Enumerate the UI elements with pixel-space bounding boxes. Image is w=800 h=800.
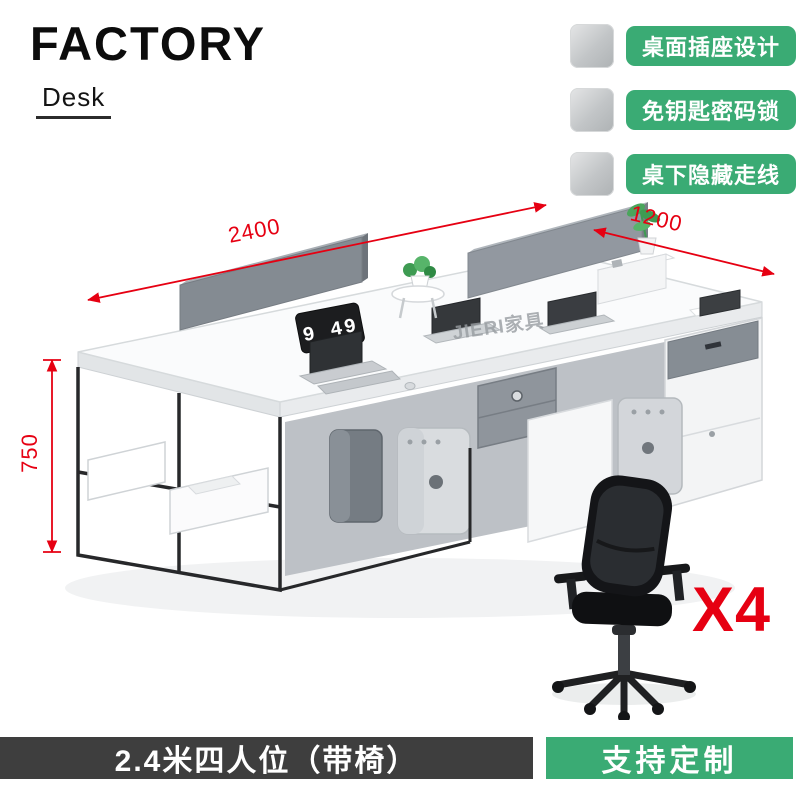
brand-subtitle: Desk <box>36 82 112 119</box>
chair-gas-lift <box>618 627 630 675</box>
feature-row: 桌下隐藏走线 <box>570 152 797 196</box>
computer-tower-center <box>397 427 471 535</box>
office-chair <box>552 475 696 720</box>
chair-quantity-label: X4 <box>692 575 772 645</box>
keyboard <box>316 370 416 395</box>
cable-routing-thumbnail <box>570 152 614 196</box>
floor-shadow <box>65 558 735 618</box>
brand-title: FACTORY <box>30 17 266 70</box>
feature-row: 桌面插座设计 <box>570 24 797 68</box>
feature-row: 免钥匙密码锁 <box>570 88 797 132</box>
laptop-right <box>538 291 616 335</box>
desk-top-surface <box>77 251 763 418</box>
feature-badge-lock: 免钥匙密码锁 <box>626 90 797 130</box>
laptop-far-right <box>699 289 741 317</box>
storage-baskets <box>87 441 269 535</box>
desk-socket-thumbnail <box>570 24 614 68</box>
dimension-lines <box>43 202 775 553</box>
chair-base <box>554 669 694 719</box>
computer-tower-right <box>617 397 683 495</box>
desk-illustration: 9 49 <box>43 202 775 720</box>
dimension-line-1200 <box>593 227 775 277</box>
chair-back <box>581 475 673 597</box>
password-lock-thumbnail <box>570 88 614 132</box>
feature-badge-cable: 桌下隐藏走线 <box>626 154 797 194</box>
dimension-label-height: 750 <box>17 433 42 473</box>
computer-tower-dark <box>329 429 383 523</box>
chair-seat <box>571 591 673 627</box>
feature-badge-socket: 桌面插座设计 <box>626 26 797 66</box>
laptop-left <box>298 330 388 385</box>
product-name-bar: 2.4米四人位（带椅） <box>0 737 533 779</box>
customize-badge: 支持定制 <box>546 737 793 779</box>
dimension-line-2400 <box>87 202 547 303</box>
